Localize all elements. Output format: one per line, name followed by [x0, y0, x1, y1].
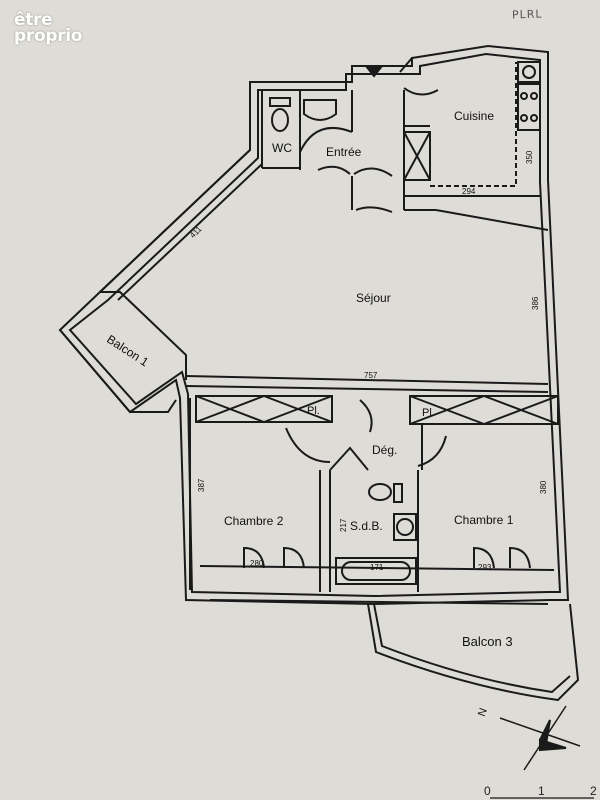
inner-wall — [68, 52, 562, 598]
entrance-marker-icon — [363, 65, 385, 78]
balcon1-rail — [100, 291, 187, 380]
wardrobe-cross — [263, 395, 333, 423]
dim-sejour-h: 386 — [531, 296, 540, 310]
room-label-deg: Dég. — [372, 443, 397, 457]
room-label-cuisine: Cuisine — [454, 109, 494, 123]
bedroom-bottom-wall — [199, 565, 555, 571]
door-arc — [359, 399, 373, 433]
etre-proprio-logo: être proprio — [14, 10, 83, 46]
sejour-diag-wall-inner — [117, 163, 263, 301]
balcon3-rail — [373, 603, 571, 694]
door-arc — [299, 127, 353, 153]
logo-line-2: proprio — [14, 26, 83, 46]
dim-sdb-h: 217 — [339, 518, 348, 532]
bathtub — [335, 557, 417, 585]
sink-bowl — [522, 65, 536, 79]
door-arc — [329, 446, 369, 471]
cuisine-sejour-step — [435, 209, 549, 231]
door-arc — [243, 546, 265, 569]
wardrobe-cross — [483, 395, 559, 425]
compass-line — [499, 717, 581, 747]
room-label-sejour: Séjour — [356, 291, 391, 305]
hob-ring — [520, 114, 528, 122]
sink-cabinet — [517, 61, 541, 83]
entree-closet — [403, 131, 431, 181]
compass-north-label: N — [476, 707, 490, 719]
dim-cuisine-h: 350 — [525, 150, 534, 164]
sdb-basin-bowl — [396, 518, 414, 536]
door-arc — [403, 87, 439, 96]
dim-sejour-w: 757 — [364, 371, 378, 380]
door-arc — [509, 546, 531, 569]
door-arc — [351, 176, 393, 213]
room-label-pl-left: Pl. — [307, 405, 320, 417]
bathtub-inner — [341, 561, 411, 581]
hob-cabinet — [517, 83, 541, 131]
compass-needle-icon — [538, 719, 551, 746]
room-label-balcon1: Balcon 1 — [104, 332, 151, 369]
room-label-balcon3: Balcon 3 — [462, 634, 513, 649]
dim-chambre2-h: 387 — [197, 478, 206, 492]
scale-label-2: 2 — [590, 784, 597, 798]
room-label-entree: Entrée — [326, 145, 362, 159]
wardrobe-cross — [409, 395, 485, 425]
balcon3-outline — [367, 603, 580, 702]
sdb-toilet — [368, 483, 392, 501]
door-arc — [285, 427, 331, 463]
hob-ring — [530, 92, 538, 100]
room-label-chambre2: Chambre 2 — [224, 514, 284, 528]
sejour-diag-wall — [99, 149, 251, 293]
dim-sejour-diag: 411 — [188, 224, 204, 240]
sdb-basin — [393, 513, 417, 541]
room-label-pl-right: Pl. — [422, 407, 435, 419]
door-arc — [353, 167, 393, 177]
sejour-divider — [185, 375, 549, 385]
wc-tank — [269, 97, 291, 107]
hob-ring — [530, 114, 538, 122]
dim-sdb-w: 171 — [370, 563, 384, 572]
door-arc — [283, 546, 305, 569]
room-label-chambre1: Chambre 1 — [454, 513, 514, 527]
logo-line-1: être — [14, 10, 53, 30]
wc-basin — [303, 99, 337, 121]
balcon1-outline — [59, 329, 177, 413]
sdb-tank — [393, 483, 403, 503]
scale-label-1: 1 — [538, 784, 545, 798]
bottom-sill — [209, 599, 549, 605]
dim-chambre1-h: 380 — [539, 480, 548, 494]
dim-chambre2-w: 280 — [250, 559, 264, 568]
closet-cross-2 — [403, 131, 431, 181]
room-label-wc: WC — [272, 141, 292, 155]
hob-ring — [520, 92, 528, 100]
cuisine-counter — [430, 62, 517, 187]
room-label-sdb: S.d.B. — [350, 519, 383, 533]
door-arc — [473, 546, 495, 569]
scale-label-0: 0 — [484, 784, 491, 798]
dim-chambre1-w: 293 — [478, 563, 492, 572]
door-arc — [317, 165, 351, 175]
wall-notch — [399, 57, 413, 73]
wardrobe-cross — [195, 395, 265, 423]
sejour-divider-inner — [185, 385, 549, 393]
wc-toilet — [271, 108, 289, 132]
dim-cuisine-w: 294 — [462, 187, 476, 196]
